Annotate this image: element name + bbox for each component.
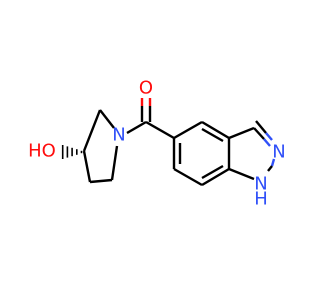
indazole-n1-hydrogen-label: H [254, 189, 268, 210]
indazole-benzene-ring [172, 120, 231, 187]
pyrrolidine-ring [82, 109, 119, 184]
pyrrolidine-nitrogen-label: N [112, 125, 125, 146]
indazole-n1-label: N [254, 174, 267, 195]
molecule-structure: O HO N N N H [28, 78, 286, 210]
bond-carbonyl-n [126, 120, 147, 135]
hydroxyl-label: HO [28, 141, 56, 162]
hashed-wedge-bond [61, 145, 83, 159]
indazole-n2-label: N [272, 142, 285, 163]
bond-carbonyl-c5 [145, 120, 175, 140]
carbonyl-double-bond [140, 98, 152, 122]
carbonyl-oxygen-label: O [139, 78, 153, 99]
indazole-pyrazole-ring [228, 120, 276, 181]
